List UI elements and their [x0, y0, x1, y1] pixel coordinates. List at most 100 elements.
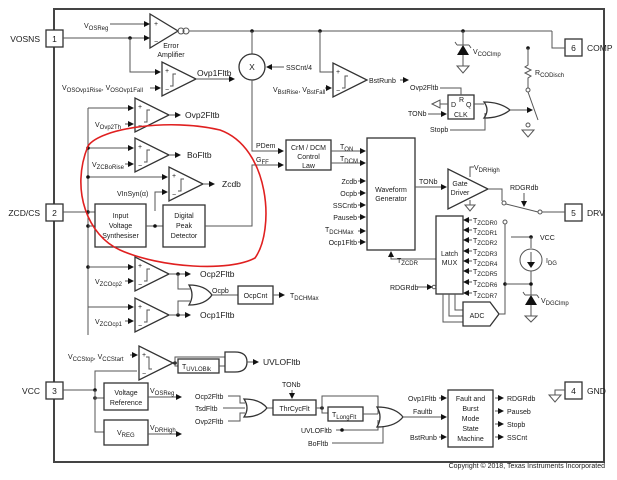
pdem-label: PDem — [256, 143, 276, 150]
ocpb-label: Ocpb — [212, 288, 229, 295]
vzcocp2-label: VZCOcp2 — [95, 279, 123, 288]
ground-icon — [430, 99, 441, 109]
svg-text:+: + — [142, 352, 146, 359]
ocp2fltb-label: Ocp2Fltb — [200, 269, 235, 279]
vovp2th-label: VOvp2Th — [95, 122, 121, 131]
pin-number: 4 — [571, 386, 576, 396]
wg-input-zcdb: Zcdb — [341, 179, 357, 186]
vcc-label: VCC — [540, 235, 555, 242]
rcodisch-label: RCODisch — [535, 70, 564, 79]
svg-text:CLK: CLK — [454, 112, 468, 119]
vcoclmp-label: VCOClmp — [473, 49, 501, 58]
ic-boundary — [53, 8, 605, 463]
svg-text:Gate: Gate — [452, 181, 467, 188]
gate-driver: Gate Driver — [447, 167, 490, 211]
uvlofltb-label: UVLOFltb — [263, 357, 301, 367]
ovp1fltb-label: Ovp1Fltb — [197, 68, 232, 78]
vzcborise-label: VZCBoRise — [92, 162, 125, 171]
wg-input-tdchmax: TDCHMax — [325, 227, 354, 236]
svg-text:ThrCycFlt: ThrCycFlt — [279, 406, 309, 413]
fault-in-ocp2fltb: Ocp2Fltb — [195, 394, 224, 401]
ground-icon — [523, 315, 539, 323]
tuvloblk-block: TUVLOBlk — [177, 358, 220, 374]
latch-mux: Latch MUX — [435, 215, 464, 295]
svg-text:Detector: Detector — [171, 233, 198, 240]
pin-number: 3 — [52, 386, 57, 396]
svg-text:Digital: Digital — [174, 213, 194, 220]
uvlofltb-in-label: UVLOFltb — [301, 428, 332, 435]
ocpcnt-block: OcpCnt — [237, 285, 274, 305]
pin-number: 2 — [52, 208, 57, 218]
zcd-comparator: +− — [168, 165, 205, 203]
svg-text:Synthesiser: Synthesiser — [102, 233, 139, 240]
or-gate — [482, 101, 512, 119]
tlongflt-block: TLongFlt — [327, 406, 364, 422]
ff-ovp2fltb-label: Ovp2Fltb — [410, 85, 439, 92]
tonb-label: TONb — [419, 179, 438, 186]
tdcm-label: TDCM — [340, 156, 358, 165]
svg-text:+: + — [154, 21, 158, 28]
gff-label: GFF — [256, 157, 269, 166]
pin-number: 1 — [52, 34, 57, 44]
svg-text:Q: Q — [466, 102, 472, 109]
fault-final-or-gate — [375, 406, 404, 428]
tzcdr0-label: TZCDR0 — [473, 218, 498, 227]
fault-burst-state-machine: Fault and Burst Mode State Machine — [447, 389, 494, 448]
zener-vcoclmp — [454, 41, 472, 55]
bst-comparator: +− — [332, 61, 369, 99]
svg-text:−: − — [138, 282, 142, 289]
multiplier: X — [238, 53, 266, 81]
tdchmax-label: TDCHMax — [290, 293, 319, 302]
zener-vdgclmp — [522, 291, 540, 305]
vinsyn-label: VInSyn(α) — [117, 191, 148, 198]
highlight-annotation — [80, 124, 267, 268]
ocp2-comparator: +− — [134, 255, 171, 293]
svg-text:+: + — [165, 68, 169, 75]
pin-label-vosns: VOSNS — [10, 34, 40, 44]
ovp1-comparator: +− — [161, 60, 198, 98]
svg-text:OcpCnt: OcpCnt — [244, 293, 268, 300]
svg-text:Voltage: Voltage — [114, 390, 137, 397]
thrcycflt-block: ThrCycFlt — [272, 399, 317, 416]
svg-text:−: − — [165, 87, 169, 94]
svg-text:Driver: Driver — [451, 190, 470, 197]
fault-in-tsdfltb: TsdFltb — [195, 406, 218, 413]
tzcdr1-label: TZCDR1 — [473, 228, 498, 237]
svg-text:+: + — [336, 69, 340, 76]
ground-icon — [547, 394, 563, 403]
svg-text:Reference: Reference — [110, 400, 142, 407]
uvlo-and-gate — [224, 351, 248, 373]
svg-text:X: X — [249, 62, 255, 72]
tzcdr2-label: TZCDR2 — [473, 238, 498, 247]
pin-3: 3 VCC — [22, 381, 64, 400]
pin-5: 5 DRV — [564, 203, 605, 222]
svg-text:−: − — [142, 371, 146, 378]
ovp2fltb-label: Ovp2Fltb — [185, 110, 220, 120]
svg-text:Peak: Peak — [176, 223, 192, 230]
svg-text:+: + — [138, 144, 142, 151]
ff-stopb-label: Stopb — [430, 127, 448, 134]
sm-bstrunb-label: BstRunb — [410, 435, 437, 442]
svg-text:TUVLOBlk: TUVLOBlk — [182, 364, 212, 373]
svg-text:Voltage: Voltage — [109, 223, 132, 230]
sm-out-rdgrdb: RDGRdb — [507, 396, 536, 403]
zcdb-label: Zcdb — [222, 179, 241, 189]
tzcdr6-label: TZCDR6 — [473, 280, 498, 289]
ground-icon — [455, 65, 471, 74]
vosreg-label: VOSReg — [84, 23, 108, 32]
pin-label-comp: COMP — [587, 43, 613, 53]
tzcdr5-label: TZCDR5 — [473, 269, 498, 278]
tzcdr3-label: TZCDR3 — [473, 249, 498, 258]
vreg-block: VREG — [103, 419, 149, 446]
svg-text:−: − — [138, 163, 142, 170]
ff-tonb-label: TONb — [408, 111, 427, 118]
flip-flop: D R Q CLK — [447, 94, 475, 120]
svg-text:Machine: Machine — [457, 436, 484, 443]
svg-text:CrM / DCM: CrM / DCM — [291, 145, 326, 152]
svg-text:Input: Input — [113, 213, 129, 220]
tzcdr7-label: TZCDR7 — [473, 291, 498, 300]
svg-text:Law: Law — [302, 163, 316, 170]
uvlo-comparator: +− — [138, 344, 175, 382]
svg-text:Generator: Generator — [375, 196, 407, 203]
svg-text:Burst: Burst — [462, 406, 478, 413]
